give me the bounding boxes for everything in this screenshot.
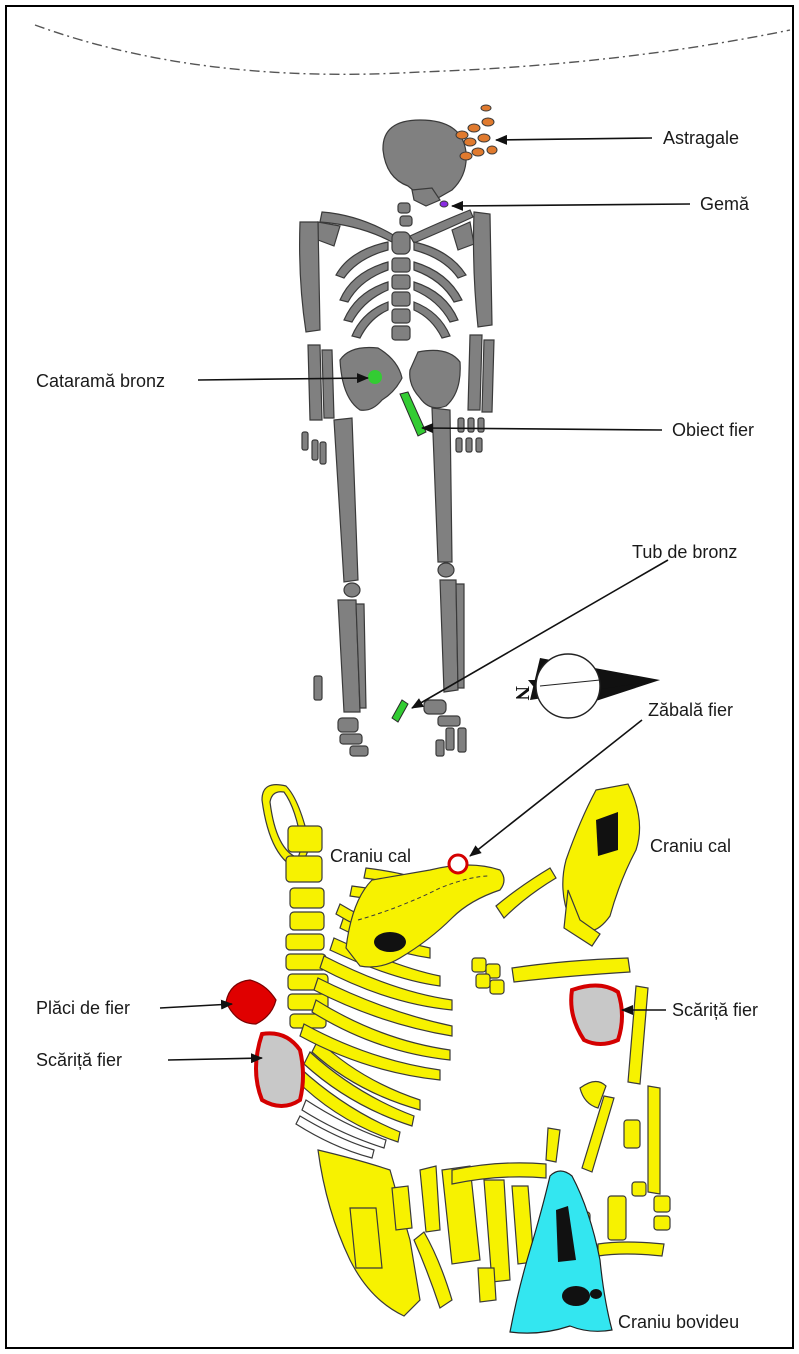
- human-humerus-right: [474, 212, 493, 327]
- label-obiect-fier: Obiect fier: [672, 420, 754, 440]
- human-skeleton: [300, 120, 494, 756]
- grave-pit-outline: [35, 25, 790, 74]
- label-zabala-fier: Zăbală fier: [648, 700, 733, 720]
- iron-bit: [449, 855, 467, 873]
- label-scarita-fier-left: Scăriță fier: [36, 1050, 122, 1070]
- horse-bones: [226, 784, 670, 1333]
- human-skull: [383, 120, 466, 198]
- bronze-buckle: [368, 370, 382, 384]
- label-gema: Gemă: [700, 194, 750, 214]
- label-tub-de-bronz: Tub de bronz: [632, 542, 737, 562]
- north-label: N: [511, 686, 533, 701]
- bronze-tube: [392, 700, 408, 722]
- horse-skull-1-eye: [374, 932, 406, 952]
- label-catarama-bronz: Cataramă bronz: [36, 371, 165, 391]
- iron-stirrup-right: [571, 985, 622, 1044]
- iron-stirrup-left: [256, 1033, 303, 1106]
- human-humerus-left: [300, 222, 320, 332]
- north-arrow: N: [511, 654, 660, 718]
- label-placi-de-fier: Plăci de fier: [36, 998, 130, 1018]
- label-craniu-bovideu: Craniu bovideu: [618, 1312, 739, 1332]
- label-craniu-cal-1: Craniu cal: [330, 846, 411, 866]
- human-femur-left: [334, 418, 358, 582]
- human-pelvis-right: [410, 350, 461, 407]
- iron-plate: [226, 980, 276, 1024]
- label-scarita-fier-right: Scăriță fier: [672, 1000, 758, 1020]
- label-craniu-cal-2: Craniu cal: [650, 836, 731, 856]
- gem-object: [440, 201, 448, 207]
- label-astragale: Astragale: [663, 128, 739, 148]
- human-femur-right: [432, 408, 452, 562]
